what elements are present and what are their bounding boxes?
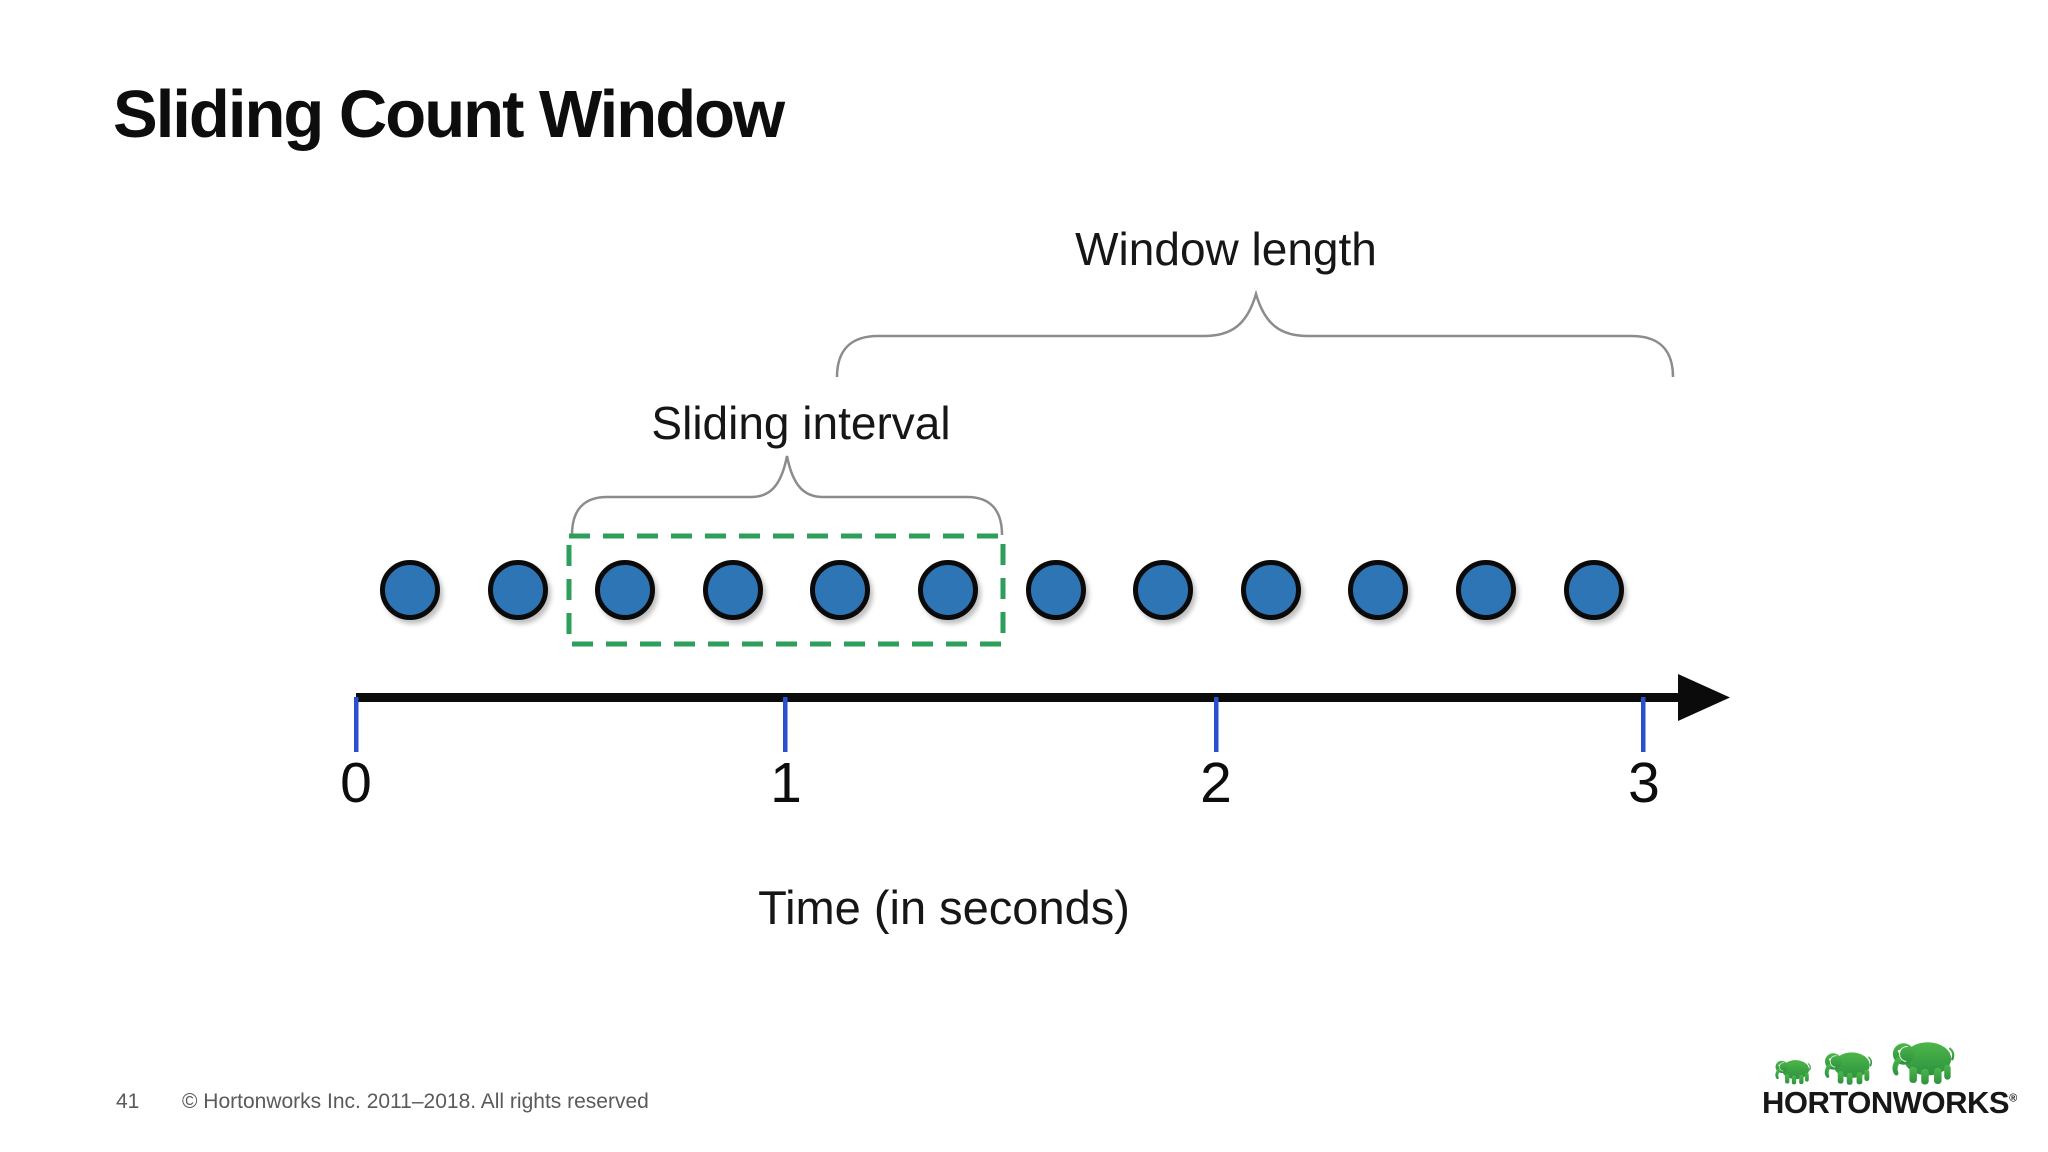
sliding-interval-brace (570, 455, 1004, 536)
timeline-arrowhead (1678, 674, 1730, 721)
event-dot-in-window (918, 560, 978, 620)
tick-mark-0 (354, 697, 359, 752)
timeline-axis (356, 693, 1682, 702)
event-dot-in-window (702, 560, 763, 620)
logo-text: HORTONWORKS (1762, 1085, 2010, 1120)
hortonworks-logo: HORTONWORKS® (1762, 1030, 2017, 1118)
tick-mark-1 (783, 697, 788, 752)
event-dot (487, 560, 548, 620)
event-dot-in-window (810, 560, 871, 620)
registered-mark: ® (2009, 1092, 2017, 1105)
event-dot (1025, 560, 1086, 620)
tick-label-1: 1 (770, 751, 802, 815)
tick-mark-3 (1641, 697, 1646, 752)
copyright: © Hortonworks Inc. 2011–2018. All rights… (182, 1090, 649, 1113)
page-number: 41 (116, 1090, 140, 1113)
event-dot (1240, 560, 1301, 620)
event-dot (1563, 560, 1624, 620)
event-dot (1133, 560, 1194, 620)
event-dot (1456, 560, 1516, 620)
sliding-interval-label: Sliding interval (651, 397, 951, 449)
tick-mark-2 (1214, 697, 1219, 752)
slide-title: Sliding Count Window (113, 77, 785, 152)
event-dot-in-window (595, 560, 656, 620)
hortonworks-wordmark: HORTONWORKS® (1762, 1087, 2017, 1118)
tick-label-3: 3 (1628, 751, 1660, 815)
event-dot (1348, 560, 1409, 620)
time-axis-label: Time (in seconds) (758, 881, 1130, 934)
window-length-label: Window length (1075, 223, 1377, 275)
hortonworks-elephants-icon (1774, 1041, 1955, 1085)
window-length-brace (835, 289, 1675, 378)
tick-label-2: 2 (1200, 751, 1232, 815)
tick-label-0: 0 (340, 751, 372, 815)
event-dot (380, 560, 440, 620)
